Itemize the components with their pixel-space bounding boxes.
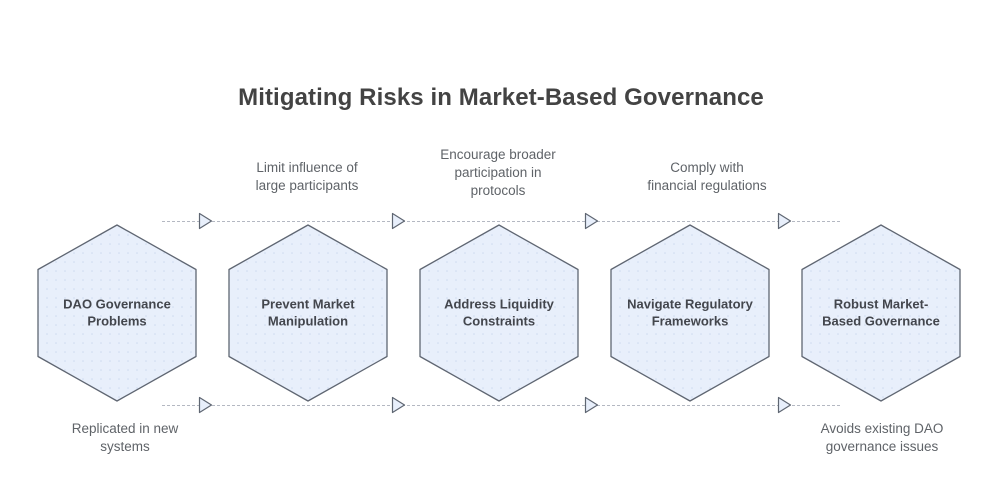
hexagon-label-line: Manipulation [267, 314, 349, 329]
caption-replicated-new-systems: Replicated in new systems [40, 420, 210, 456]
caption-line: Avoids existing DAO [820, 421, 944, 436]
caption-encourage-participation: Encourage broader participation in protoco… [413, 146, 583, 200]
hexagon-label-line: Constraints [462, 314, 536, 329]
caption-comply-regulations: Comply with financial regulations [622, 159, 792, 195]
arrow-top-1-icon [198, 212, 213, 230]
arrow-bottom-4-icon [777, 396, 792, 414]
caption-line: participation in [454, 164, 542, 180]
caption-line: Replicated in new [71, 421, 179, 436]
caption-line: Comply with [670, 160, 744, 175]
arrow-bottom-2-icon [391, 396, 406, 414]
connector-rail-top [162, 221, 840, 222]
page-title: Mitigating Risks in Market-Based Governa… [238, 84, 764, 111]
arrow-top-3-icon [584, 212, 599, 230]
arrow-top-4-icon [777, 212, 792, 230]
caption-line: Encourage broader [440, 147, 556, 162]
arrow-bottom-1-icon [198, 396, 213, 414]
caption-avoids-dao-issues: Avoids existing DAO governance issues [796, 420, 968, 456]
hexagon-label-line: DAO Governance [63, 296, 171, 312]
hexagon-label-line: Based Governance [822, 314, 940, 329]
hexagon-label-line: Address Liquidity [444, 296, 554, 312]
caption-line: financial regulations [647, 177, 767, 193]
caption-line: governance issues [825, 438, 939, 454]
caption-line: protocols [470, 182, 526, 198]
caption-limit-influence: Limit influence of large participants [222, 159, 392, 195]
hexagon-label-robust-market-based-governance: Robust Market- Based Governance [814, 296, 948, 331]
hexagon-label-line: Prevent Market [261, 296, 355, 312]
connector-rail-bottom [162, 405, 840, 406]
arrow-top-2-icon [391, 212, 406, 230]
hexagon-label-line: Frameworks [651, 314, 729, 329]
hexagon-label-line: Problems [87, 314, 147, 329]
caption-line: Limit influence of [256, 160, 358, 175]
hexagon-label-line: Navigate Regulatory [627, 296, 753, 312]
arrow-bottom-3-icon [584, 396, 599, 414]
hexagon-label-line: Robust Market- [833, 296, 929, 312]
hexagon-robust-market-based-governance[interactable]: Robust Market- Based Governance [800, 224, 962, 402]
caption-line: systems [100, 438, 150, 454]
caption-line: large participants [255, 177, 359, 193]
